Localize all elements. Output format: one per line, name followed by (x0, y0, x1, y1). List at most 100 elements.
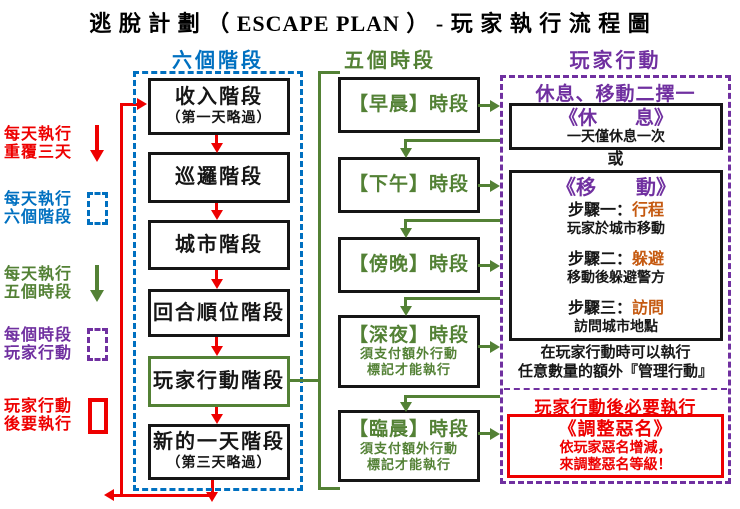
move-box: 《移 動》 步驟一：行程 玩家於城市移動 步驟二：躲避 移動後躲避警方 步驟三：… (509, 170, 723, 341)
stage-label: 城市階段 (175, 233, 263, 256)
stage-label: 新的一天階段 (153, 431, 285, 454)
actions-header: 玩家行動 (569, 50, 662, 72)
period-return-line (404, 219, 500, 222)
period-box-evening: 【傍晚】時段 (338, 237, 480, 293)
player-actions-dashed-region (500, 75, 731, 484)
period-box-dawn: 【臨晨】時段 須支付額外行動 標記才能執行 (338, 410, 480, 482)
legend-label: 後要執行 (4, 416, 73, 433)
legend-item-player-actions: 每個時段 玩家行動 (4, 325, 110, 365)
green-down-arrow-icon (84, 264, 110, 304)
period-to-action-arrowhead (490, 180, 500, 192)
loop-arrowhead-down (206, 492, 218, 502)
notoriety-line: 來調整惡名等級！ (559, 457, 672, 473)
period-return-drop (404, 297, 407, 307)
period-note: 須支付額外行動 (359, 346, 458, 362)
manage-note-line1: 在玩家行動時可以執行 (540, 345, 691, 361)
period-return-arrowhead (400, 148, 412, 158)
period-to-action-arrowhead (490, 428, 500, 440)
step-keyword: 訪問 (632, 300, 665, 317)
loop-line-top (120, 103, 138, 106)
stage-box-income: 收入階段 （第一天略過） (148, 78, 290, 135)
legend-label: 每天執行 (4, 266, 73, 283)
stage-flow-line (215, 135, 218, 144)
legend-item-five-periods: 每天執行 五個時段 (4, 264, 110, 304)
manage-note-line2: 任意數量的額外『管理行動』 (517, 364, 713, 380)
period-return-drop (404, 139, 407, 149)
move-title: 《移 動》 (556, 177, 676, 199)
red-solid-box-icon (84, 396, 110, 436)
six-stages-dashed-region (133, 71, 303, 491)
bracket-top-stub (318, 71, 340, 74)
notoriety-title: 《調整惡名》 (558, 418, 673, 439)
bracket-vertical-line (318, 71, 321, 490)
period-label: 【早晨】時段 (348, 94, 469, 116)
step-label: 步驟二： (567, 251, 632, 268)
stage-label: 收入階段 (175, 85, 263, 108)
blue-dashed-box-icon (84, 189, 110, 229)
move-step-2-desc: 移動後躲避警方 (567, 271, 665, 286)
period-label: 【深夜】時段 (348, 324, 469, 346)
section-divider (504, 388, 727, 390)
period-to-action-arrowhead (490, 100, 500, 112)
move-step-3-desc: 訪問城市地點 (574, 320, 658, 335)
legend-label: 五個時段 (4, 284, 73, 301)
period-return-drop (404, 219, 407, 229)
notoriety-box: 《調整惡名》 依玩家惡名增減， 來調整惡名等級！ (507, 414, 724, 478)
legend-label: 玩家行動 (4, 398, 73, 415)
period-note: 標記才能執行 (366, 456, 451, 472)
legend-item-after-action: 玩家行動 後要執行 (4, 396, 110, 436)
period-note: 須支付額外行動 (359, 440, 458, 456)
stage-box-player-action: 玩家行動階段 (148, 356, 290, 407)
step-label: 步驟一： (567, 202, 632, 219)
period-return-line (404, 395, 500, 398)
stage-flow-arrowhead (211, 143, 223, 153)
period-to-action-line (478, 264, 492, 267)
stage-sublabel: （第一天略過） (166, 110, 272, 126)
period-to-action-line (478, 104, 492, 107)
notoriety-line: 依玩家惡名增減， (559, 440, 672, 456)
loop-exit-line (211, 480, 214, 493)
or-label: 或 (607, 151, 624, 168)
period-label: 【傍晚】時段 (348, 254, 469, 276)
move-step-1-desc: 玩家於城市移動 (567, 222, 665, 237)
legend-label: 每個時段 (4, 327, 73, 344)
period-box-morning: 【早晨】時段 (338, 77, 480, 133)
rest-box: 《休 息》 一天僅休息一次 (509, 103, 723, 150)
period-to-action-line (478, 345, 492, 348)
stage-label: 巡邏階段 (175, 166, 263, 188)
stage-flow-line (215, 203, 218, 211)
stages-header: 六個階段 (172, 50, 264, 72)
period-to-action-arrowhead (490, 260, 500, 272)
stage-label: 玩家行動階段 (153, 370, 285, 392)
stage-flow-arrowhead (211, 210, 223, 220)
step-keyword: 行程 (632, 202, 665, 219)
period-label: 【下午】時段 (348, 174, 469, 196)
stage-flow-line (215, 337, 218, 347)
move-step-2: 步驟二：躲避 (568, 250, 664, 270)
loop-line-vertical (120, 103, 123, 497)
legend-label: 玩家行動 (4, 345, 73, 362)
period-return-arrowhead (400, 306, 412, 316)
bracket-connector-line (290, 379, 320, 382)
period-return-line (404, 139, 500, 142)
stage-flow-arrowhead (211, 279, 223, 289)
legend-item-repeat-days: 每天執行 重覆三天 (4, 124, 110, 164)
period-return-line (404, 297, 500, 300)
period-to-action-arrowhead (490, 341, 500, 353)
stage-flow-arrowhead (211, 414, 223, 424)
period-return-arrowhead (400, 228, 412, 238)
choice-title: 休息、移動二擇一 (535, 84, 696, 105)
period-label: 【臨晨】時段 (348, 419, 469, 441)
periods-header: 五個時段 (344, 50, 436, 72)
stage-flow-arrowhead (211, 346, 223, 356)
period-return-drop (404, 395, 407, 403)
period-box-afternoon: 【下午】時段 (338, 157, 480, 213)
period-return-arrowhead (400, 402, 412, 412)
stage-box-new-day: 新的一天階段 （第三天略過） (148, 424, 290, 480)
loop-arrowhead-into-income (137, 98, 147, 110)
stage-sublabel: （第三天略過） (166, 456, 272, 472)
period-box-late-night: 【深夜】時段 須支付額外行動 標記才能執行 (338, 315, 480, 388)
legend-label: 六個階段 (4, 209, 73, 226)
stage-box-turn-order: 回合順位階段 (148, 289, 290, 337)
period-to-action-line (478, 432, 492, 435)
